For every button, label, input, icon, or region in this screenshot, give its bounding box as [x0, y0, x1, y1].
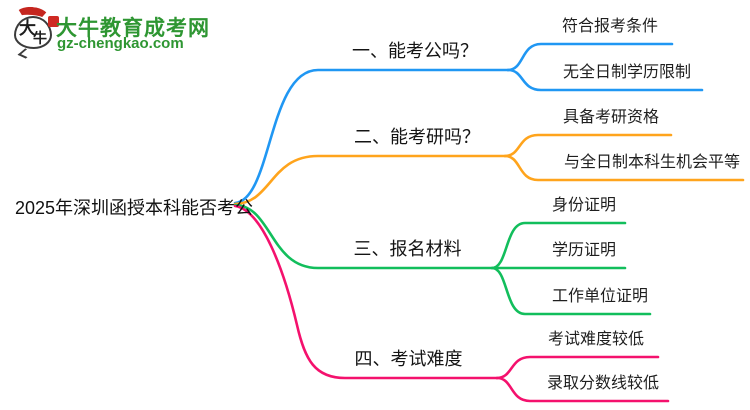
branch-3-label: 三、报名材料: [353, 239, 462, 259]
branch-4-child-1-line: [495, 355, 660, 380]
leaf-label: 符合报考条件: [562, 18, 659, 35]
branch-2-child-1-line: [503, 133, 673, 158]
branch-3-child-1-line: [490, 221, 627, 270]
branch-4-connector: [233, 204, 499, 380]
branch-2-child-2-line: [503, 154, 745, 182]
leaf-label: 无全日制学历限制: [563, 64, 692, 81]
branch-1-connector: [233, 68, 510, 205]
root-node-label: 2025年深圳函授本科能否考公: [15, 198, 254, 218]
site-url[interactable]: gz-chengkao.com: [57, 35, 184, 52]
leaf-label: 工作单位证明: [552, 288, 649, 305]
branch-3-connector: [233, 203, 627, 270]
leaf-label: 录取分数线较低: [547, 375, 660, 392]
leaf-label: 与全日制本科生机会平等: [564, 154, 741, 171]
branch-2-label: 二、能考研吗？: [354, 127, 480, 147]
branch-3-child-3-line: [490, 266, 652, 316]
speech-bubble-tail: [17, 48, 34, 59]
leaf-label: 具备考研资格: [563, 109, 660, 126]
branch-4-label: 四、考试难度: [354, 349, 463, 369]
red-seal-icon: [48, 16, 59, 27]
site-logo[interactable]: 大 牛: [12, 5, 60, 63]
leaf-label: 学历证明: [552, 242, 617, 259]
branch-1-child-2-line: [506, 68, 704, 92]
leaf-label: 身份证明: [552, 197, 617, 214]
branch-4-child-2-line: [495, 376, 670, 403]
branch-2-connector: [233, 154, 507, 206]
speech-bubble-icon: [14, 16, 52, 49]
branch-1-label: 一、能考公吗？: [352, 41, 478, 61]
branch-1-child-1-line: [506, 42, 674, 72]
logo-character-da: 大: [19, 19, 36, 38]
leaf-label: 考试难度较低: [548, 331, 645, 348]
site-name[interactable]: 大牛教育成考网: [56, 17, 210, 40]
logo-character-niu: 牛: [33, 30, 47, 46]
